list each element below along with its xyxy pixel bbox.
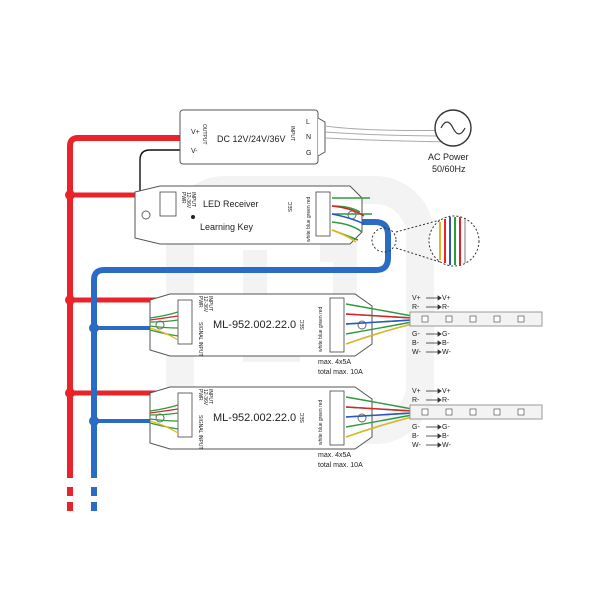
strip-1-left-r: R- (412, 304, 420, 311)
amplifier-1-pwr: PWR (197, 296, 203, 308)
amplifier-2-signal: SIGNAL INPUT (197, 415, 203, 450)
strip-2-right-v-plus: V+ (442, 388, 451, 395)
amplifier-2: ML-952.002.22.0 PWR 12-36V INPUT SIGNAL … (149, 386, 413, 469)
amplifier-2-channels: white blue green red (318, 399, 324, 445)
receiver-pwr-label: PWR (180, 192, 186, 204)
receiver-sec-label: SEC (288, 201, 294, 212)
led-strip-2: V+ R- G- B- W- V+ R- G- B- W- (409, 388, 543, 449)
strip-1-right-g: G- (442, 331, 450, 338)
strip-2-left-b: B- (412, 433, 420, 440)
amplifier-2-total: total max. 10A (318, 462, 363, 469)
strip-2-right-w: W- (442, 442, 451, 449)
strip-2-right-b: B- (442, 433, 450, 440)
strip-1-right-b: B- (442, 340, 450, 347)
led-receiver: LED Receiver Learning Key PWR 12-36V INP… (134, 185, 372, 245)
ac-power-frequency: 50/60Hz (432, 164, 466, 174)
receiver-input-label: INPUT (190, 192, 196, 207)
strip-2-left-g: G- (412, 424, 420, 431)
strip-1-left-g: G- (412, 331, 420, 338)
amplifier-1-input: INPUT (207, 296, 213, 311)
positive-bus (65, 135, 196, 511)
strip-1-left-w: W- (412, 349, 421, 356)
ac-power-title: AC Power (428, 152, 469, 162)
amplifier-1-signal: SIGNAL INPUT (197, 322, 203, 357)
strip-2-left-r: R- (412, 397, 420, 404)
v-plus-label: V+ (191, 129, 200, 136)
receiver-voltage-label: 12-36V (185, 192, 191, 209)
power-supply: DC 12V/24V/36V OUTPUT INPUT V+ V- L N G (179, 109, 461, 165)
amplifier-1-max: max. 4x5A (318, 359, 351, 366)
amplifier-1-model: ML-952.002.22.0 (213, 319, 296, 331)
g-label: G (306, 150, 311, 157)
led-strip-1: V+ R- G- B- W- V+ R- G- B- W- (409, 295, 543, 356)
v-minus-label: V- (191, 148, 198, 155)
amplifier-2-input: INPUT (207, 389, 213, 404)
amplifier-1-total: total max. 10A (318, 369, 363, 376)
amplifier-2-sec: SEC (300, 412, 306, 423)
ac-power: AC Power 50/60Hz (428, 109, 472, 174)
strip-2-left-w: W- (412, 442, 421, 449)
strip-1-right-r: R- (442, 304, 450, 311)
strip-2-right-g: G- (442, 424, 450, 431)
n-label: N (306, 134, 311, 141)
amplifier-1-sec: SEC (300, 319, 306, 330)
amplifier-1-voltage: 12-36V (202, 296, 208, 313)
signal-bus (89, 219, 391, 511)
input-label: INPUT (289, 126, 295, 141)
power-supply-label: DC 12V/24V/36V (217, 134, 286, 144)
cable-detail-zoom (371, 215, 480, 267)
learning-key-label: Learning Key (200, 222, 254, 232)
amplifier-2-voltage: 12-36V (202, 389, 208, 406)
receiver-channels-label: white blue green red (306, 196, 312, 242)
strip-1-left-b: B- (412, 340, 420, 347)
receiver-title: LED Receiver (203, 199, 259, 209)
amplifier-2-max: max. 4x5A (318, 452, 351, 459)
strip-2-left-v-plus: V+ (412, 388, 421, 395)
output-label: OUTPUT (201, 124, 207, 145)
strip-1-right-w: W- (442, 349, 451, 356)
strip-2-right-r: R- (442, 397, 450, 404)
ground-wire (139, 149, 196, 199)
amplifier-1-channels: white blue green red (318, 306, 324, 352)
amplifier-2-pwr: PWR (197, 389, 203, 401)
l-label: L (306, 119, 310, 126)
strip-1-left-v-plus: V+ (412, 295, 421, 302)
amplifier-2-model: ML-952.002.22.0 (213, 412, 296, 424)
amplifier-1: ML-952.002.22.0 PWR 12-36V INPUT SIGNAL … (149, 293, 413, 376)
strip-1-right-v-plus: V+ (442, 295, 451, 302)
